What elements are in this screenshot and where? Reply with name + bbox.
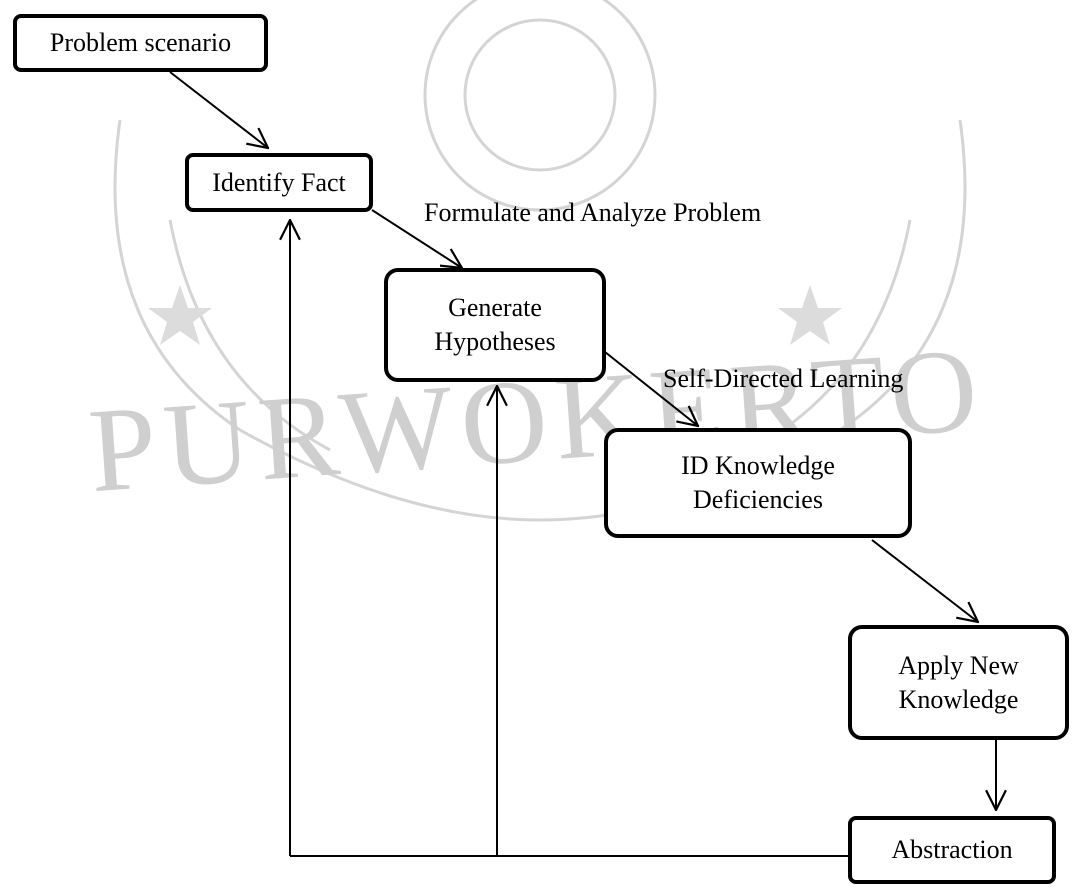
node-id-knowledge: ID Knowledge Deficiencies (604, 428, 912, 538)
node-apply-knowledge-line1: Apply New (898, 650, 1019, 680)
node-generate-hypotheses-line2: Hypotheses (434, 327, 556, 356)
node-abstraction: Abstraction (848, 816, 1056, 884)
node-problem-scenario: Problem scenario (13, 14, 268, 72)
node-id-knowledge-line2: Deficiencies (693, 485, 823, 514)
arrow-idknowledge-to-apply (871, 539, 978, 622)
node-problem-scenario-label: Problem scenario (49, 28, 232, 58)
node-abstraction-label: Abstraction (891, 835, 1013, 865)
node-id-knowledge-line1: ID Knowledge (681, 451, 835, 481)
node-identify-fact-label: Identify Fact (212, 167, 346, 197)
arrow-problem-to-identify (169, 71, 268, 148)
node-apply-knowledge-line2: Knowledge (898, 684, 1019, 714)
node-generate-hypotheses-line1: Generate (448, 293, 542, 323)
label-self-directed-learning: Self-Directed Learning (663, 364, 904, 393)
node-apply-knowledge: Apply New Knowledge (848, 625, 1069, 740)
label-formulate-analyze: Formulate and Analyze Problem (424, 198, 762, 227)
node-identify-fact: Identify Fact (185, 153, 373, 212)
node-generate-hypotheses: Generate Hypotheses (384, 268, 606, 382)
